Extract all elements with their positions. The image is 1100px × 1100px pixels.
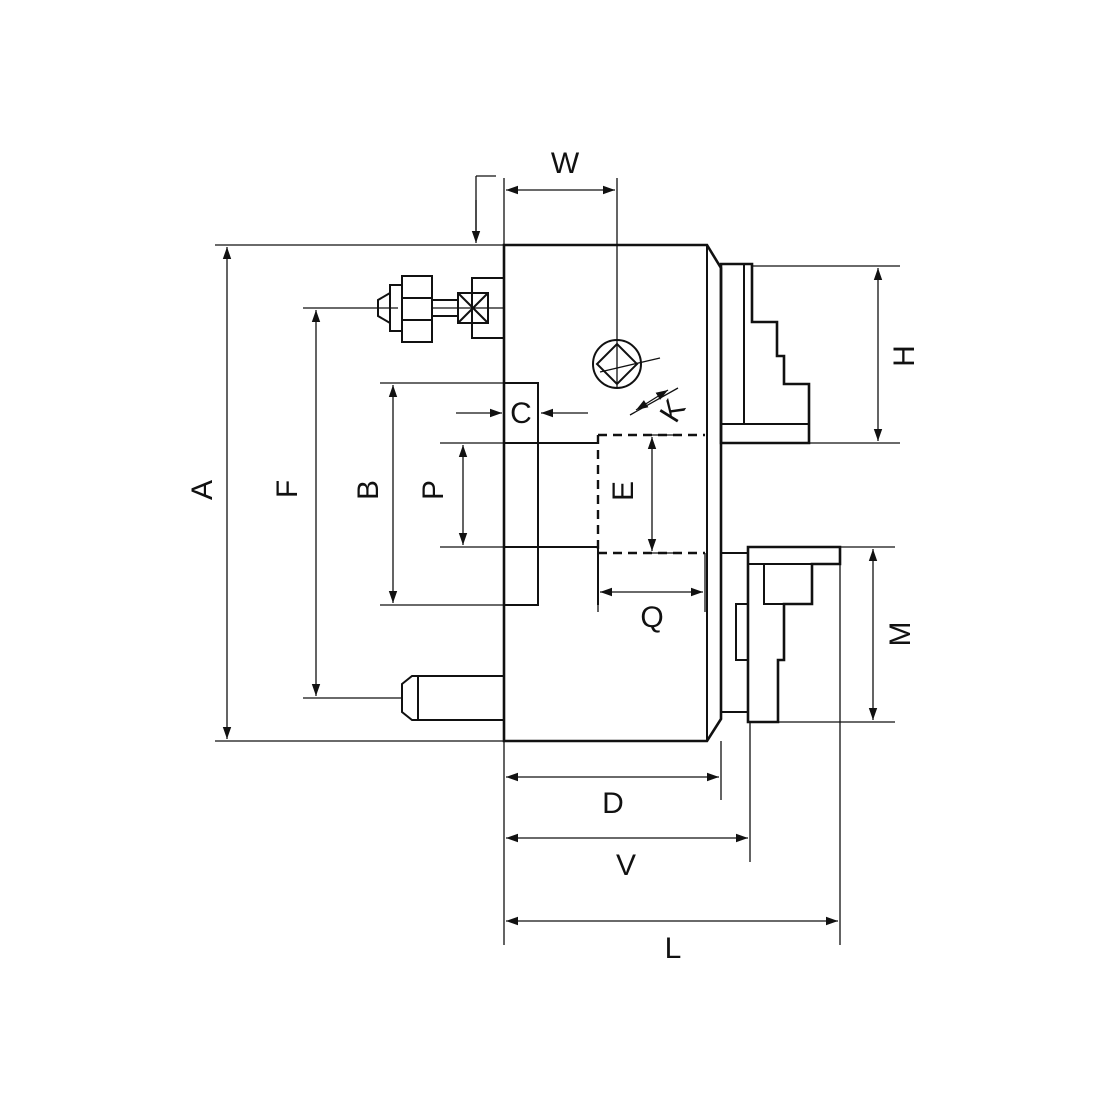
- dimension-arrows: [222, 185, 883, 926]
- label-d: D: [602, 787, 624, 820]
- dimension-labels: W C Q D V L A F B P E H M K: [186, 147, 921, 965]
- label-q: Q: [640, 601, 663, 634]
- key-socket-icon: [592, 178, 642, 389]
- lower-jaw: [721, 545, 842, 724]
- label-w: W: [551, 147, 580, 180]
- label-c: C: [510, 397, 532, 430]
- label-a: A: [186, 480, 219, 500]
- label-m: M: [884, 622, 917, 647]
- label-v: V: [616, 849, 636, 882]
- label-p: P: [417, 480, 450, 500]
- mounting-bolt-assembly: [303, 275, 505, 343]
- label-b: B: [352, 480, 385, 500]
- label-h: H: [888, 345, 921, 367]
- label-e: E: [607, 481, 640, 501]
- upper-jaw: [719, 262, 811, 445]
- label-l: L: [665, 932, 682, 965]
- extension-lines: [215, 175, 900, 945]
- mounting-pin: [401, 675, 505, 721]
- label-f: F: [271, 480, 304, 498]
